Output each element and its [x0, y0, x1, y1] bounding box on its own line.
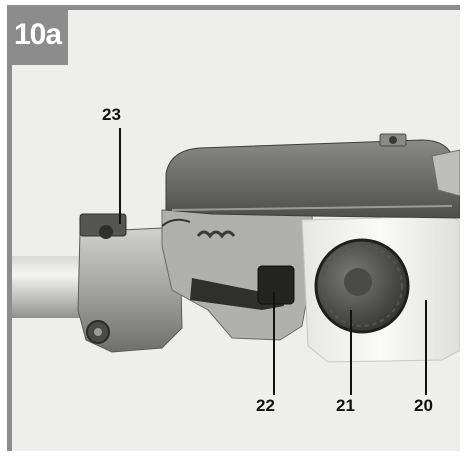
cover-clip — [431, 149, 460, 197]
carburetor-spring — [196, 230, 236, 239]
figure-label: 10a — [7, 5, 68, 65]
callout-23: 23 — [102, 105, 121, 124]
top-cover — [165, 139, 460, 219]
callout-20: 20 — [414, 396, 433, 415]
photo-frame — [7, 5, 460, 451]
callout-21: 21 — [336, 396, 355, 415]
choke-knob — [257, 265, 295, 305]
engine-photo — [12, 10, 460, 451]
callout-22: 22 — [256, 396, 275, 415]
